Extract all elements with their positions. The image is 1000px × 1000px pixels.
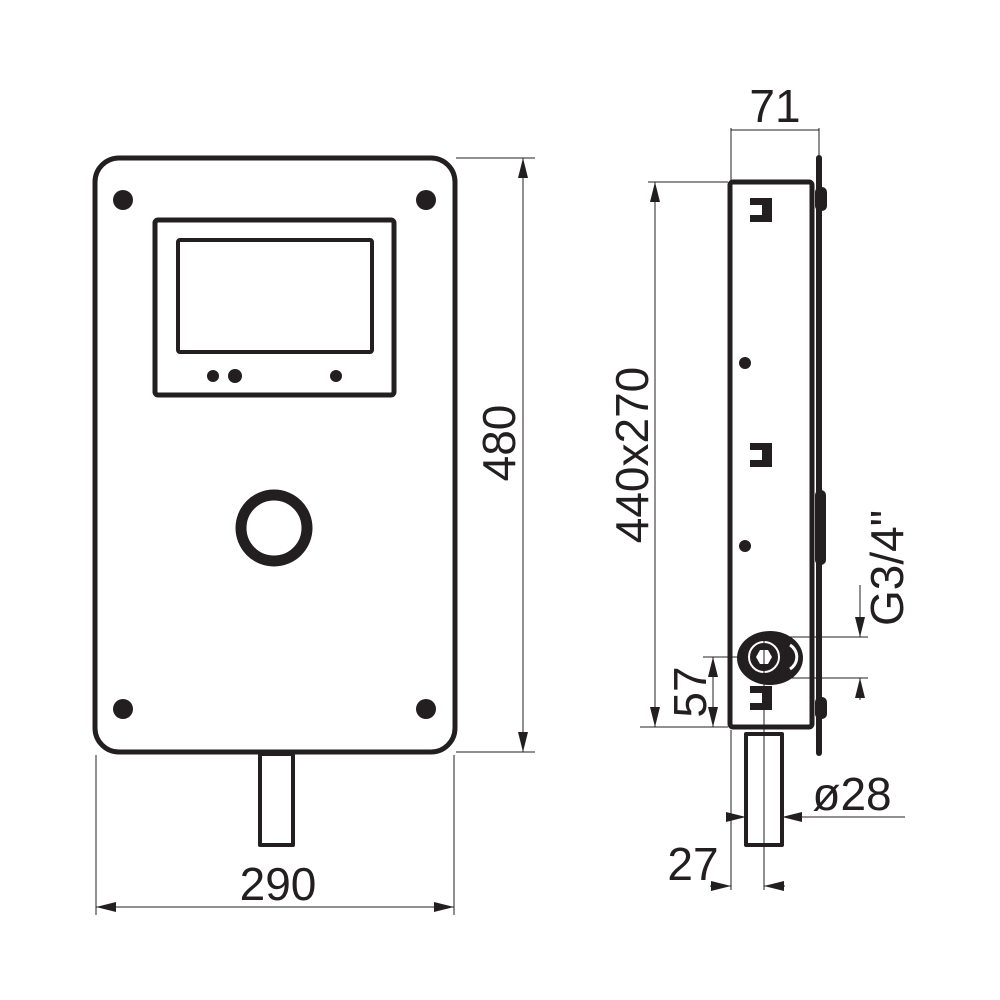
side-view [727, 155, 827, 890]
height-dimension: 480 [456, 157, 535, 753]
bracket-slot [750, 686, 772, 710]
outlet-pipe-front [258, 752, 295, 847]
plate-clip [815, 187, 827, 211]
box-body [727, 179, 815, 730]
depth-label: 71 [749, 80, 800, 132]
round-button [235, 489, 313, 567]
pipe-diameter-dimension: ø28 [726, 768, 905, 822]
plate-clip [815, 697, 827, 719]
indicator-dot [330, 370, 342, 382]
screw-hole [416, 699, 436, 719]
outlet-height-dimension: 57 [664, 656, 745, 727]
thread-label: G3/4" [861, 510, 913, 626]
indicator-dot [228, 369, 242, 383]
plate-clip [815, 490, 826, 565]
screw-hole [113, 699, 133, 719]
bracket-slot [750, 443, 772, 467]
width-dimension: 290 [95, 755, 455, 915]
pipe-offset-label: 27 [667, 838, 718, 890]
thread-dimension: G3/4" [785, 510, 913, 700]
side-dot [739, 357, 751, 369]
screw-hole [113, 190, 133, 210]
width-label: 290 [240, 858, 317, 910]
side-dot [739, 540, 751, 552]
display-screen [176, 238, 374, 354]
front-view [92, 155, 458, 847]
box-size-label: 440x270 [606, 367, 658, 544]
height-label: 480 [473, 405, 525, 482]
front-panel [92, 155, 458, 755]
indicator-dot [207, 370, 219, 382]
screw-hole [416, 190, 436, 210]
fitting-edge [789, 643, 799, 671]
pipe-offset-dimension: 27 [667, 730, 785, 891]
box-size-dimension: 440x270 [606, 181, 728, 728]
bracket-slot [750, 198, 772, 222]
outlet-height-label: 57 [664, 666, 716, 717]
pipe-diameter-label: ø28 [812, 768, 891, 820]
display-frame [152, 217, 397, 398]
depth-dimension: 71 [730, 80, 820, 180]
